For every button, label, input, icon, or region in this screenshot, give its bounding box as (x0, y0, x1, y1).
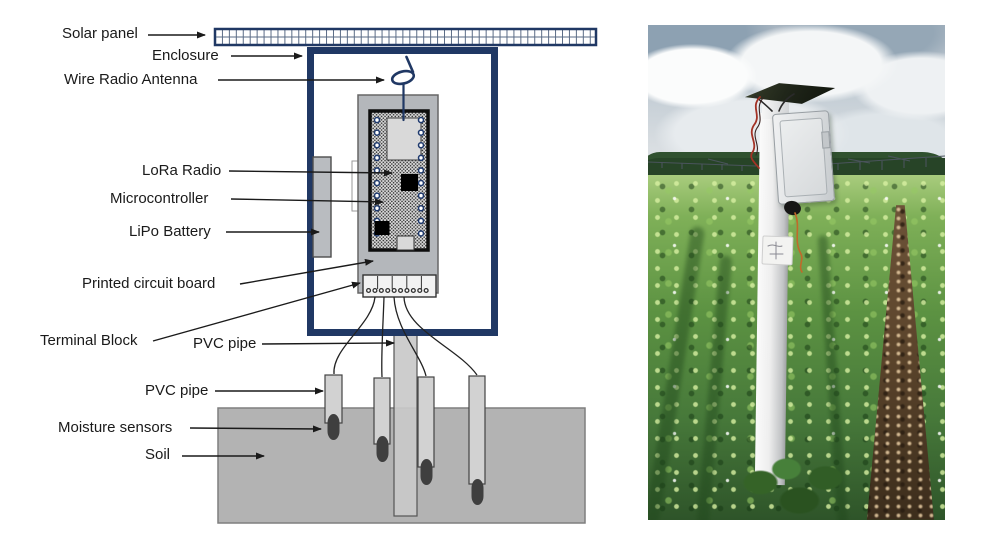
panel-strut (778, 93, 795, 112)
lora-radio-chip (401, 174, 418, 191)
callout-arrows (148, 31, 395, 460)
sensor-tube-2 (373, 377, 391, 462)
label-microcontroller: Microcontroller (110, 190, 209, 207)
solar-panel-photo (744, 83, 836, 104)
photo-linework-front (750, 93, 803, 273)
label-lora-radio: LoRa Radio (142, 162, 222, 179)
schematic-diagram (148, 27, 598, 524)
foreground-foliage (728, 433, 858, 520)
label-pvc-pipe-upper: PVC pipe (193, 335, 257, 352)
photo-linework-back (648, 155, 945, 171)
arrow-printed-circuit-board (239, 258, 374, 285)
black-wire (754, 97, 764, 156)
tag-writing (767, 241, 784, 260)
label-pvc-pipe-lower: PVC pipe (145, 382, 209, 399)
sensor-tube-1 (324, 374, 343, 440)
wire-radio-antenna (390, 55, 416, 122)
label-wire-radio-antenna: Wire Radio Antenna (64, 71, 198, 88)
label-terminal-block: Terminal Block (40, 332, 138, 349)
arrow-terminal-block (152, 281, 361, 342)
pvc-pipe-main (393, 332, 418, 517)
arrow-moisture-sensors (189, 425, 322, 433)
solar-panel-strip (213, 27, 598, 47)
label-printed-circuit-board: Printed circuit board (82, 275, 216, 292)
microcontroller-board (368, 109, 430, 252)
arrow-lora-radio (228, 169, 393, 177)
label-enclosure: Enclosure (152, 47, 219, 64)
label-lipo-battery: LiPo Battery (129, 223, 211, 240)
terminal-block (362, 274, 437, 298)
orange-wire (794, 212, 803, 273)
usb-connector (396, 235, 415, 251)
field-photo (648, 25, 945, 520)
sensor-tube-3 (417, 376, 435, 485)
radio-module-pad (386, 117, 422, 161)
label-soil: Soil (145, 446, 171, 463)
label-moisture-sensors: Moisture sensors (58, 419, 173, 436)
red-wire (750, 96, 761, 169)
sensor-tube-4 (468, 375, 486, 505)
label-solar-panel: Solar panel (62, 25, 138, 42)
mcu-chip (374, 221, 390, 235)
sensor-wires (333, 296, 478, 378)
panel-strut (754, 95, 773, 112)
arrow-microcontroller (230, 198, 384, 206)
arrow-pvc-pipe-upper (261, 339, 395, 347)
